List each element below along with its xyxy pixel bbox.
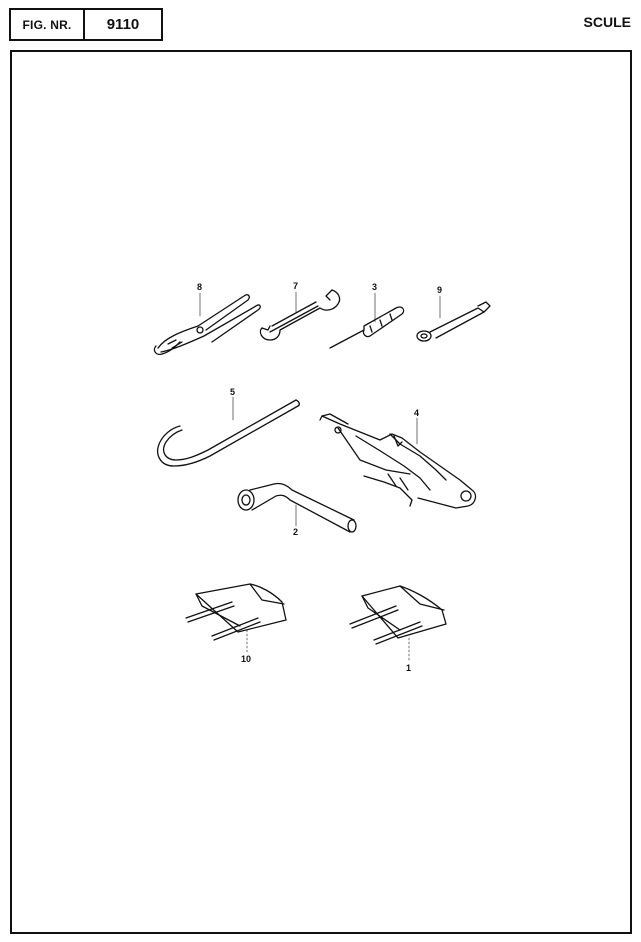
callout-9: 9 — [437, 285, 442, 295]
callout-10: 10 — [241, 654, 251, 664]
callout-5: 5 — [230, 387, 235, 397]
section-title: SCULE — [583, 14, 631, 30]
pliers-part — [153, 292, 261, 356]
wrench-part — [259, 289, 341, 341]
callout-8: 8 — [197, 282, 202, 292]
callout-7: 7 — [293, 281, 298, 291]
hook-rod-part — [157, 396, 300, 467]
screwdriver-part — [329, 292, 405, 349]
spark-plug-tool-part — [416, 295, 491, 342]
jack-part — [319, 413, 477, 509]
callout-3: 3 — [372, 282, 377, 292]
callout-4: 4 — [414, 408, 419, 418]
tool-bag-left-part — [185, 583, 287, 653]
drawing-frame — [10, 50, 632, 934]
callout-1: 1 — [406, 663, 411, 673]
callout-2: 2 — [293, 527, 298, 537]
tool-bag-right-part — [349, 585, 447, 661]
figure-number: 9110 — [106, 16, 140, 33]
figure-label: FIG. NR. — [11, 10, 85, 39]
box-wrench-part — [237, 482, 357, 533]
figure-number-box: FIG. NR. 9110 — [9, 8, 163, 41]
